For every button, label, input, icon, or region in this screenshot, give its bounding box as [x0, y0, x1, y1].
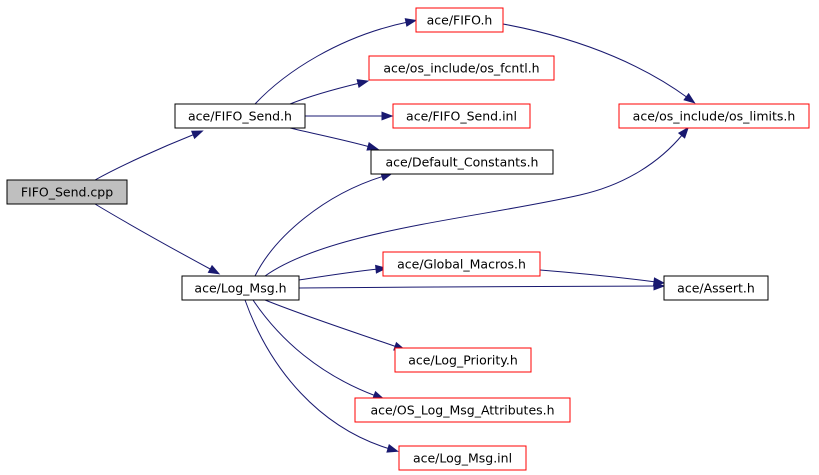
node-box [618, 103, 810, 129]
edge-fifo_h-to-os_limits_h [502, 23, 696, 104]
edge-arrowhead [404, 18, 418, 27]
node-os_fcntl_h[interactable]: ace/os_include/os_fcntl.h [368, 55, 555, 81]
node-box [394, 347, 532, 373]
node-os_limits_h[interactable]: ace/os_include/os_limits.h [618, 103, 810, 129]
edge-log_msg_h-to-global_macros_h [298, 264, 388, 281]
edge-line [298, 285, 657, 289]
edge-line [289, 127, 371, 148]
node-fifo_send_h[interactable]: ace/FIFO_Send.h [174, 103, 306, 129]
node-label: ace/Default_Constants.h [386, 155, 539, 170]
node-fifo_send_inl[interactable]: ace/FIFO_Send.inl [392, 103, 531, 129]
node-label: ace/FIFO_Send.h [188, 109, 292, 124]
edge-fifo_send_h-to-os_fcntl_h [289, 79, 370, 105]
node-label: ace/FIFO_Send.inl [406, 109, 517, 124]
edge-log_msg_h-to-log_priority_h [264, 299, 406, 351]
node-default_constants_h[interactable]: ace/Default_Constants.h [370, 149, 554, 175]
node-label: ace/FIFO.h [427, 13, 493, 28]
edge-log_msg_h-to-log_msg_inl [244, 299, 400, 453]
node-label: FIFO_Send.cpp [21, 185, 113, 200]
edge-line [254, 21, 409, 105]
node-box [663, 275, 769, 301]
node-fifo_h[interactable]: ace/FIFO.h [415, 7, 504, 33]
edge-line [94, 203, 213, 271]
edge-line [539, 269, 657, 283]
node-label: ace/Assert.h [677, 281, 755, 296]
nodes-layer: FIFO_Send.cpp ace/FIFO_Send.h ace/Log_Msg.… [6, 7, 810, 471]
edge-fifo_send_h-to-fifo_h [254, 18, 418, 105]
node-box [368, 55, 555, 81]
edge-log_msg_h-to-os_limits_h [264, 126, 689, 277]
node-global_macros_h[interactable]: ace/Global_Macros.h [382, 251, 541, 277]
edge-log_msg_h-to-assert_h [298, 281, 666, 291]
edge-line [264, 299, 398, 348]
edge-line [94, 133, 196, 181]
edge-arrowhead [652, 277, 666, 287]
edge-arrowhead [366, 141, 380, 151]
node-box [6, 179, 128, 205]
node-box [415, 7, 504, 33]
node-box [181, 275, 300, 301]
node-label: ace/Log_Msg.h [194, 281, 286, 296]
edges-layer [94, 18, 696, 453]
edge-log_msg_h-to-os_log_msg_attributes_h [252, 299, 385, 400]
node-fifo_send_cpp: FIFO_Send.cpp [6, 179, 128, 205]
node-log_msg_inl[interactable]: ace/Log_Msg.inl [398, 445, 527, 471]
node-box [382, 251, 541, 277]
edge-line [502, 23, 689, 99]
edge-arrowhead [386, 443, 400, 453]
node-box [392, 103, 531, 129]
edge-arrowhead [356, 79, 370, 88]
node-os_log_msg_attributes_h[interactable]: ace/OS_Log_Msg_Attributes.h [354, 397, 571, 423]
node-label: ace/os_include/os_fcntl.h [383, 61, 539, 76]
node-box [370, 149, 554, 175]
edge-line [252, 299, 377, 397]
node-log_priority_h[interactable]: ace/Log_Priority.h [394, 347, 532, 373]
node-assert_h[interactable]: ace/Assert.h [663, 275, 769, 301]
edge-global_macros_h-to-assert_h [539, 269, 666, 287]
edge-line [298, 268, 379, 281]
edge-line [254, 175, 385, 277]
node-label: ace/OS_Log_Msg_Attributes.h [370, 403, 554, 418]
edge-arrowhead [190, 130, 204, 140]
node-log_msg_h[interactable]: ace/Log_Msg.h [181, 275, 300, 301]
edge-line [289, 82, 361, 105]
edge-fifo_send_h-to-fifo_send_inl [305, 111, 394, 121]
edge-fifo_send_cpp-to-fifo_send_h [94, 130, 204, 181]
edge-fifo_send_cpp-to-log_msg_h [94, 203, 221, 275]
edge-line [244, 299, 391, 450]
edge-log_msg_h-to-default_constants_h [254, 172, 393, 277]
node-box [354, 397, 571, 423]
edge-arrowhead [207, 264, 221, 275]
node-box [398, 445, 527, 471]
edge-arrowhead [381, 111, 394, 121]
node-label: ace/Log_Msg.inl [413, 451, 512, 466]
node-label: ace/Global_Macros.h [397, 257, 526, 272]
node-box [174, 103, 306, 129]
node-label: ace/Log_Priority.h [408, 353, 518, 368]
edge-arrowhead [375, 264, 388, 274]
node-label: ace/os_include/os_limits.h [633, 109, 796, 124]
edge-arrowhead [683, 92, 696, 104]
edge-fifo_send_h-to-default_constants_h [289, 127, 380, 151]
edge-line [264, 133, 684, 277]
edge-arrowhead [677, 126, 689, 139]
